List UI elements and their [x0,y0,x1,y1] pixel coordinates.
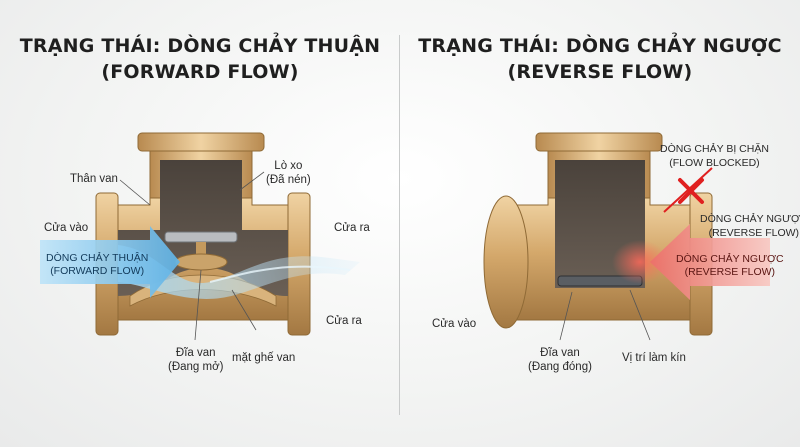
left-panel-title: TRẠNG THÁI: DÒNG CHẢY THUẬN (FORWARD FLO… [0,33,400,85]
left-title-line1: TRẠNG THÁI: DÒNG CHẢY THUẬN [19,35,381,57]
right-spring [566,163,634,267]
right-title-line2: (REVERSE FLOW) [507,61,693,83]
left-inlet-label: Cửa vào [44,222,89,234]
right-seal-label: Vị trí làm kín [622,352,686,364]
left-spring-label-line1: Lò xo [274,160,303,172]
left-spring-label: Lò xo (Đã nén) [266,159,311,187]
forward-flow-arrow [40,226,180,298]
left-disc-label: Đĩa van (Đang mở) [168,346,223,374]
right-inlet-label: Cửa vào [432,318,477,330]
left-spring-label-line2: (Đã nén) [266,174,311,186]
right-blocked-line1: DÒNG CHẢY BỊ CHẶN [660,143,769,155]
left-seat-label: mặt ghế van [232,352,296,364]
panel-divider [399,35,400,415]
left-valve [40,132,360,341]
forward-flow-arrow-text: DÒNG CHẢY THUẬN (FORWARD FLOW) [46,252,148,278]
right-disc-label-line2: (Đang đóng) [528,361,592,373]
right-title-line1: TRẠNG THÁI: DÒNG CHẢY NGƯỢC [418,35,782,57]
right-panel-title: TRẠNG THÁI: DÒNG CHẢY NGƯỢC (REVERSE FLO… [400,33,800,85]
reverse-arrow-line1: DÒNG CHẢY NGƯỢC [676,253,784,265]
forward-arrow-line2: (FORWARD FLOW) [50,265,145,277]
right-blocked-line2: (FLOW BLOCKED) [669,157,760,169]
left-title-line2: (FORWARD FLOW) [101,61,299,83]
left-spring [172,163,230,229]
reverse-flow-arrow-text: DÒNG CHẢY NGƯỢC (REVERSE FLOW) [676,253,784,279]
reverse-arrow-line2: (REVERSE FLOW) [684,266,776,278]
right-disc-label: Đĩa van (Đang đóng) [528,346,592,374]
right-disc-label-line1: Đĩa van [540,347,580,359]
right-valve [483,132,770,341]
blocked-x-icon [678,178,704,204]
left-outlet-bottom-label: Cửa ra [326,315,362,327]
left-outlet-top-label: Cửa ra [334,222,370,234]
right-reverse-line1: DÒNG CHẢY NGƯỢC [700,213,800,225]
left-disc-label-line2: (Đang mở) [168,361,224,373]
forward-arrow-line1: DÒNG CHẢY THUẬN [46,252,149,264]
left-disc-label-line1: Đĩa van [175,347,216,359]
reverse-flow-arrow [650,224,770,300]
right-reverse-line2: (REVERSE FLOW) [708,227,800,239]
right-blocked-label: DÒNG CHẢY BỊ CHẶN (FLOW BLOCKED) [660,142,769,170]
left-body-label: Thân van [70,173,118,185]
right-reverse-label: DÒNG CHẢY NGƯỢC (REVERSE FLOW) [700,212,800,240]
